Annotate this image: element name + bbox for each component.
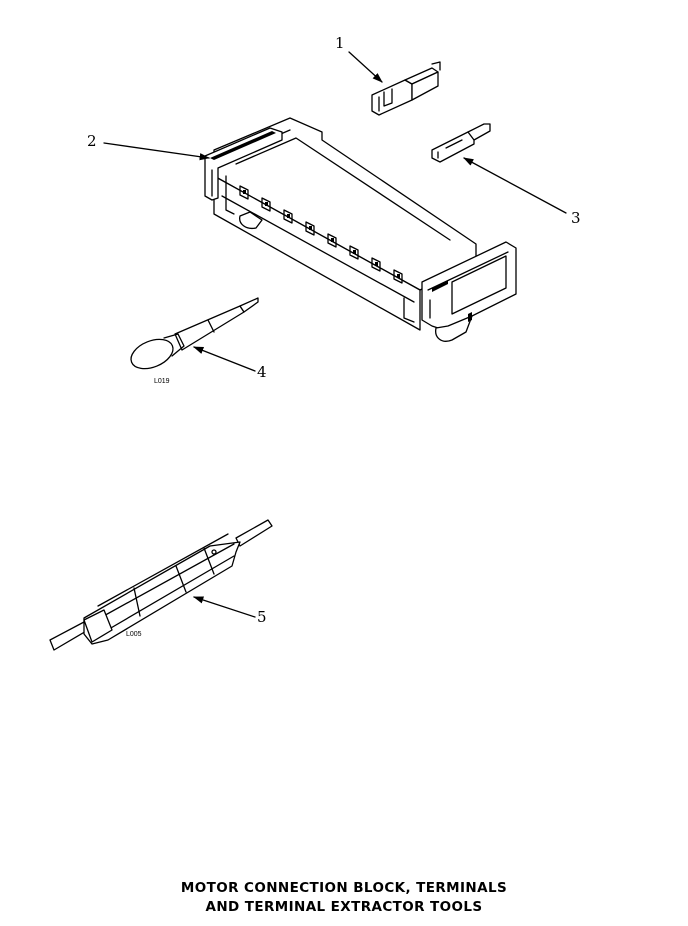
callout-5: 5 bbox=[257, 608, 267, 626]
leader-1 bbox=[348, 51, 383, 83]
diagram-title-line-2: AND TERMINAL EXTRACTOR TOOLS bbox=[205, 899, 483, 915]
figure-code-L005: L005 bbox=[126, 631, 142, 638]
diagram-title-line-1: MOTOR CONNECTION BLOCK, TERMINALS bbox=[180, 880, 508, 896]
leader-3 bbox=[463, 157, 567, 214]
callout-2: 2 bbox=[87, 132, 97, 150]
leader-2 bbox=[103, 142, 211, 161]
connection-block-part-2 bbox=[204, 117, 517, 342]
terminal-part-1 bbox=[371, 61, 441, 116]
extractor-tool-part-4 bbox=[130, 297, 259, 370]
leader-lines bbox=[103, 51, 567, 618]
terminal-part-3 bbox=[431, 123, 491, 163]
extractor-tool-part-5 bbox=[49, 519, 273, 651]
callout-4: 4 bbox=[257, 363, 267, 381]
figure-code-L019: L019 bbox=[154, 378, 170, 385]
leader-5 bbox=[193, 596, 256, 618]
leader-4 bbox=[193, 346, 256, 372]
callout-3: 3 bbox=[571, 209, 581, 227]
callout-1: 1 bbox=[335, 34, 345, 52]
